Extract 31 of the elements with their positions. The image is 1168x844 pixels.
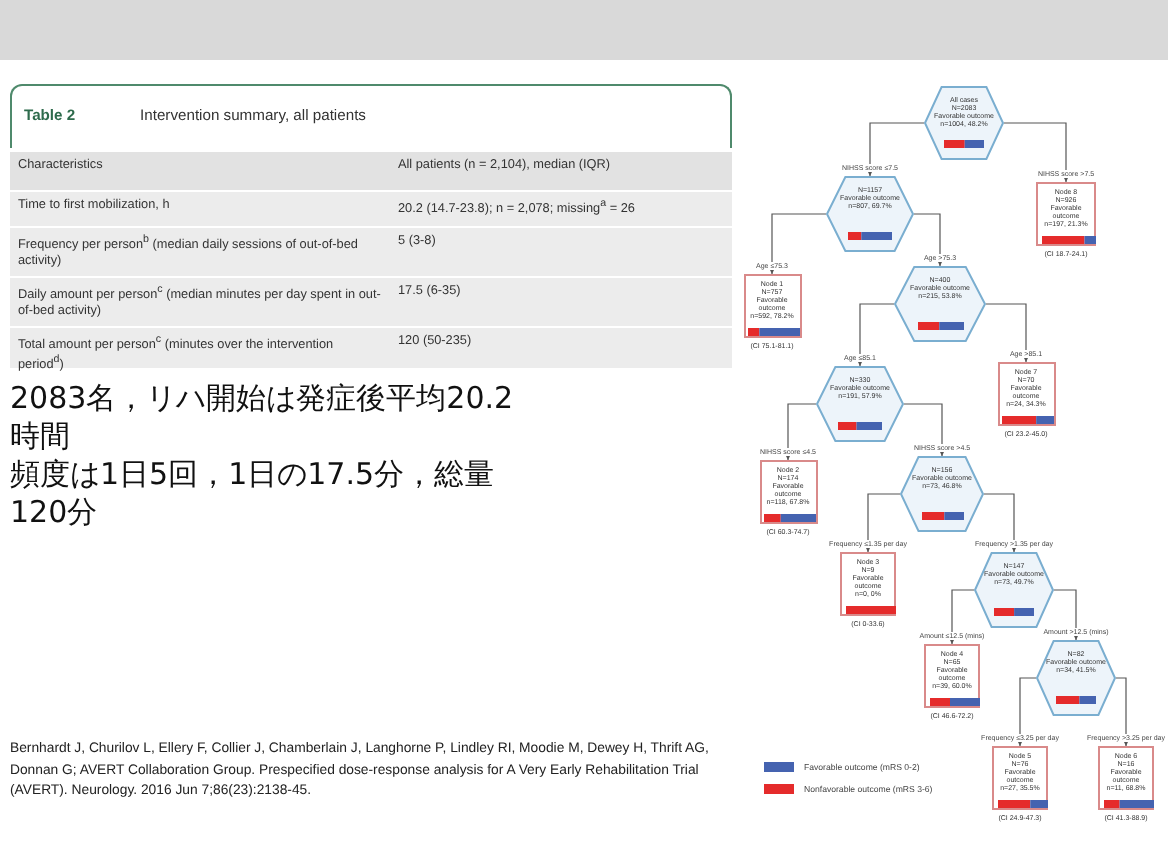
split-hexagon — [1036, 640, 1116, 716]
split-hexagon — [816, 366, 904, 442]
arrow — [1053, 589, 1080, 641]
summary-text: 2083名，リハ開始は発症後平均20.2時間 — [10, 380, 516, 456]
arrow — [784, 403, 817, 461]
terminal-node-box — [992, 746, 1048, 810]
arrow — [864, 493, 901, 553]
terminal-node-box — [743, 274, 801, 338]
arrow — [856, 303, 895, 367]
arrow — [1115, 677, 1130, 747]
terminal-node-box — [997, 362, 1055, 426]
arrow — [768, 213, 827, 275]
arrow — [1003, 122, 1070, 183]
split-hexagon — [900, 456, 984, 532]
terminal-node-box — [759, 460, 817, 524]
terminal-node-box — [924, 644, 980, 708]
arrow — [985, 303, 1030, 363]
arrow — [1016, 677, 1037, 747]
split-hexagon — [894, 266, 986, 342]
terminal-node-box — [840, 552, 896, 616]
arrow — [913, 213, 944, 267]
split-hexagon — [826, 176, 914, 252]
arrow — [948, 589, 975, 645]
arrow — [866, 122, 925, 177]
terminal-node-box — [1098, 746, 1154, 810]
split-hexagon — [924, 86, 1004, 160]
terminal-node-box — [1036, 182, 1096, 246]
arrow — [903, 403, 946, 457]
arrow — [983, 493, 1018, 553]
split-hexagon — [974, 552, 1054, 628]
summary-text: 頻度は1日5回，1日の17.5分，総量120分 — [10, 456, 497, 532]
